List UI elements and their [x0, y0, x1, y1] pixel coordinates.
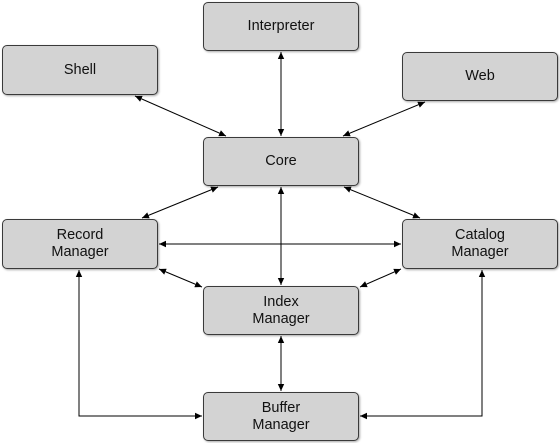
web-label: Web — [465, 68, 495, 84]
edge-core-record — [141, 186, 219, 219]
edge-core-catalog — [343, 186, 421, 219]
core-node: Core — [203, 137, 359, 186]
edge-record-index — [158, 268, 203, 288]
catalog-manager-label: Catalog Manager — [451, 227, 509, 260]
record-manager-node: Record Manager — [2, 219, 158, 269]
web-node: Web — [402, 52, 558, 101]
interpreter-node: Interpreter — [203, 2, 359, 51]
edge-record-buffer — [75, 270, 202, 420]
edge-shell-core — [134, 95, 227, 137]
core-label: Core — [265, 153, 297, 169]
index-manager-node: Index Manager — [203, 286, 359, 335]
catalog-manager-node: Catalog Manager — [402, 219, 558, 269]
edge-catalog-buffer — [360, 270, 486, 420]
shell-label: Shell — [63, 61, 97, 78]
shell-node: Shell — [2, 45, 158, 95]
buffer-manager-label: Buffer Manager — [252, 399, 310, 433]
edge-web-core — [342, 101, 426, 137]
buffer-manager-node: Buffer Manager — [203, 392, 359, 441]
index-manager-label: Index Manager — [252, 293, 310, 327]
interpreter-label: Interpreter — [247, 18, 315, 34]
edge-catalog-index — [359, 268, 402, 288]
record-manager-label: Record Manager — [51, 227, 109, 260]
